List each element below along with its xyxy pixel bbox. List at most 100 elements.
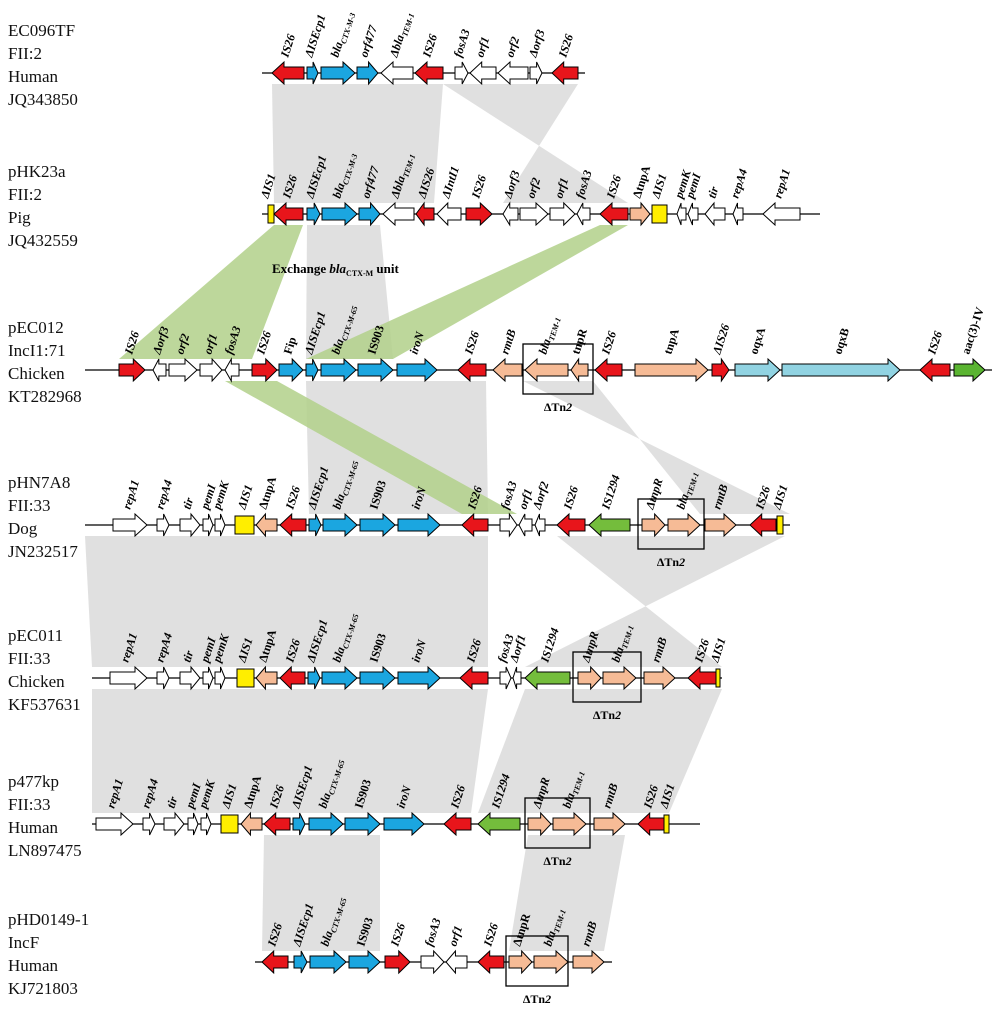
gene-arrow-pec012-6 [278, 357, 304, 383]
tn-box-phn7a8 [637, 498, 705, 550]
gene-arrow-p477kp-18 [663, 814, 670, 834]
gene-arrow-phk23a-3 [321, 201, 358, 227]
gene-label-phd0149-4: IS26 [387, 921, 408, 948]
gene-arrow-p477kp-13 [477, 811, 521, 837]
gene-arrow-phn7a8-18 [641, 512, 666, 538]
gene-arrow-p477kp-1 [142, 812, 156, 836]
gene-arrow-pec011-18 [643, 665, 676, 691]
plasmid-label-line: Dog [8, 519, 38, 538]
gene-arrow-pec012-1 [152, 358, 167, 382]
gene-arrow-phd0149-2 [309, 949, 347, 975]
gene-label-pec012-15: IS26 [598, 329, 619, 356]
plasmid-label-line: pHD0149-1 [8, 910, 89, 929]
gene-arrow-phn7a8-9 [322, 512, 358, 538]
plasmid-label-line: JQ343850 [8, 90, 78, 109]
plasmid-label-line: KF537631 [8, 695, 81, 714]
gene-label-ec096tf-5: IS26 [419, 32, 440, 59]
link-phn7a8-pec011-8 [85, 536, 488, 667]
gene-arrow-ec096tf-7 [469, 60, 497, 86]
gene-arrow-phn7a8-20 [704, 512, 737, 538]
gene-label-pec011-2: tir [180, 649, 197, 664]
link-ec096tf-phk23a-1 [443, 84, 628, 203]
gene-label-phn7a8-6: ΔtnpA [256, 474, 280, 511]
plasmid-label-line: pEC011 [8, 626, 63, 645]
gene-label-phd0149-7: IS26 [480, 921, 501, 948]
gene-label-pec012-12: rmtB [498, 327, 519, 355]
gene-arrow-phd0149-5 [420, 949, 445, 975]
gene-arrow-pec012-12 [492, 357, 523, 383]
gene-arrow-phk23a-1 [273, 201, 304, 227]
gene-arrow-pec011-15 [524, 665, 571, 691]
gene-arrow-pec011-16 [577, 665, 602, 691]
gene-arrow-phk23a-12 [576, 202, 591, 226]
gene-label-phn7a8-22: ΔIS1 [769, 483, 790, 512]
gene-arrow-pec012-4 [224, 357, 240, 383]
gene-arrow-phk23a-2 [306, 202, 321, 226]
gene-arrow-p477kp-11 [383, 811, 425, 837]
gene-arrow-phn7a8-14 [518, 513, 533, 537]
gene-arrow-phn7a8-1 [156, 513, 170, 537]
gene-label-pec012-11: IS26 [461, 329, 482, 356]
gene-arrow-phn7a8-10 [359, 512, 396, 538]
gene-arrow-phn7a8-6 [255, 512, 278, 538]
gene-arrow-pec011-5 [236, 668, 255, 688]
gene-label-pec012-16: tnpA [661, 327, 682, 356]
gene-arrow-p477kp-5 [220, 814, 239, 834]
gene-arrow-pec012-15 [594, 357, 623, 383]
gene-label-phk23a-10: orf2 [524, 176, 544, 200]
gene-arrow-phn7a8-17 [588, 512, 631, 538]
plasmid-label-line: pEC012 [8, 318, 64, 337]
gene-arrow-phk23a-19 [732, 202, 744, 226]
gene-arrow-phn7a8-19 [667, 512, 701, 538]
gene-arrow-phk23a-4 [358, 201, 381, 227]
gene-arrow-phd0149-3 [348, 949, 381, 975]
plasmid-label-line: Chicken [8, 672, 65, 691]
gene-arrow-pec011-7 [279, 665, 306, 691]
gene-arrow-ec096tf-0 [271, 60, 305, 86]
link-pec011-p477kp-10 [92, 689, 488, 813]
gene-arrow-pec012-13 [524, 357, 569, 383]
gene-label-pec012-2: orf2 [173, 332, 193, 356]
homology-links [85, 84, 790, 951]
link-phk23a-pec012-2 [119, 225, 303, 359]
link-phk23a-pec012-4 [306, 225, 628, 359]
gene-label-pec012-3: orf1 [201, 332, 221, 356]
gene-arrow-ec096tf-6 [454, 61, 469, 85]
exchange-label: Exchange blaCTX-M unit [272, 261, 399, 278]
plasmid-label-line: LN897475 [8, 841, 82, 860]
plasmid-label-line: FII:33 [8, 795, 51, 814]
plasmid-label-line: Human [8, 67, 59, 86]
gene-arrow-ec096tf-3 [356, 60, 379, 86]
gene-label-phn7a8-5: ΔIS1 [234, 483, 255, 512]
tn-label-p477kp: ΔTn2 [543, 854, 571, 868]
gene-label-phk23a-7: ΔIntI1 [438, 164, 462, 201]
gene-arrow-phd0149-6 [445, 949, 468, 975]
gene-label-ec096tf-10: IS26 [555, 32, 576, 59]
plasmid-label-line: KJ721803 [8, 979, 78, 998]
plasmid-label-line: Pig [8, 208, 31, 227]
gene-arrow-phd0149-9 [533, 949, 569, 975]
plasmid-label-line: JQ432559 [8, 231, 78, 250]
link-p477kp-phd0149-13 [509, 835, 625, 951]
gene-arrow-phk23a-10 [519, 201, 549, 227]
gene-label-phk23a-20: repA1 [771, 167, 794, 200]
link-pec011-p477kp-11 [478, 689, 722, 813]
gene-label-pec012-17: ΔIS26 [709, 322, 732, 357]
gene-arrow-pec012-20 [919, 357, 951, 383]
gene-label-pec012-20: IS26 [924, 329, 945, 356]
gene-label-phk23a-18: tir [705, 185, 722, 200]
plasmid-label-line: p477kp [8, 772, 59, 791]
gene-arrow-p477kp-14 [527, 811, 552, 837]
gene-arrow-pec011-14 [512, 666, 522, 690]
plasmid-label-line: FII:2 [8, 185, 42, 204]
gene-label-ec096tf-7: orf1 [473, 35, 493, 59]
gene-label-pec011-20: ΔIS1 [707, 636, 728, 665]
gene-arrow-phk23a-7 [436, 201, 462, 227]
gene-arrow-pec012-8 [320, 357, 357, 383]
gene-label-phn7a8-4: pemK [209, 478, 232, 511]
gene-label-pec012-21: aac(3)-IV [959, 305, 987, 356]
